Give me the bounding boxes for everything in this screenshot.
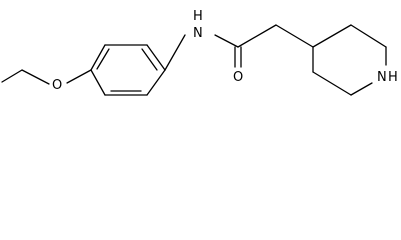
amide-hydrogen-label: H <box>193 9 203 24</box>
ring-hydrogen-label: H <box>388 70 398 85</box>
structure-canvas: O H N O N H <box>0 0 401 107</box>
amide-nitrogen-label: N <box>193 26 203 41</box>
bond-ethyl-ch3 <box>1 69 23 83</box>
piperidine-bond-1 <box>312 24 352 48</box>
carbonyl-oxygen-label: O <box>233 70 243 85</box>
benzene-bond-3-inner <box>141 48 158 71</box>
molecule-diagram: O H N O N H <box>1 9 398 96</box>
piperidine-bond-4 <box>350 82 373 96</box>
ether-oxygen-label: O <box>52 78 62 93</box>
piperidine-bond-5 <box>312 71 352 96</box>
benzene-bond-1-inner <box>96 48 110 70</box>
piperidine-bond-2 <box>350 24 387 48</box>
bond-ch2-piperidine <box>275 24 314 48</box>
benzene-bond-4 <box>146 69 166 96</box>
ring-nitrogen-label: N <box>377 70 387 85</box>
bond-carbonyl-ch2 <box>237 24 277 48</box>
bond-ethyl-ch2-o <box>21 69 50 85</box>
benzene-bond-1 <box>90 44 106 71</box>
bond-o-ring <box>66 69 92 84</box>
benzene-bond-3 <box>146 44 166 71</box>
benzene-bond-6 <box>90 69 106 96</box>
bond-nh-carbonyl <box>214 34 239 48</box>
bond-ring-nh <box>164 34 186 71</box>
